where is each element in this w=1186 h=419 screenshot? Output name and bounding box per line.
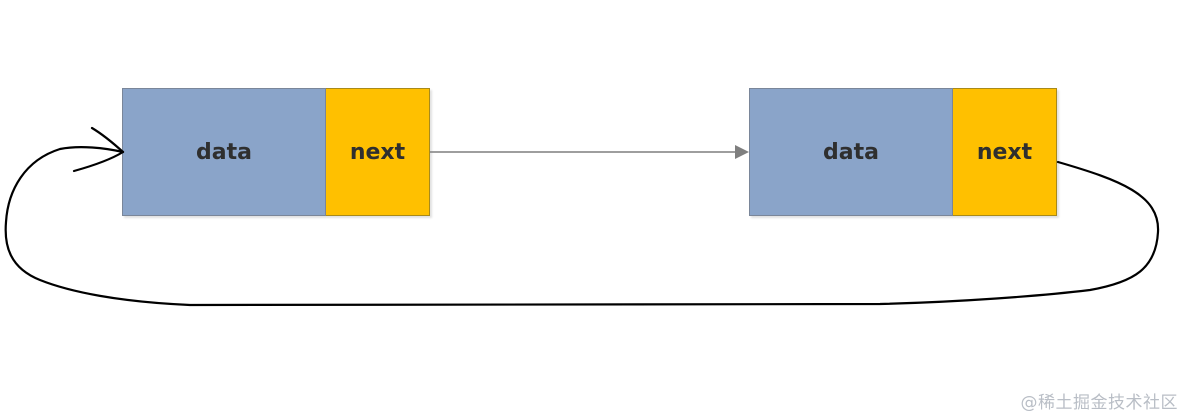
watermark: @稀土掘金技术社区	[1020, 393, 1178, 413]
circular-link-curve	[4, 146, 1160, 307]
node-2-next-field: next	[953, 88, 1057, 216]
circular-link-arrowhead-icon	[72, 126, 125, 173]
next-pointer-arrowhead-icon	[735, 145, 749, 159]
node-2-data-field: data	[749, 88, 953, 216]
list-node-2: data next	[749, 88, 1057, 216]
list-node-1: data next	[122, 88, 430, 216]
node-1-data-field: data	[122, 88, 326, 216]
node-1-next-field: next	[326, 88, 430, 216]
